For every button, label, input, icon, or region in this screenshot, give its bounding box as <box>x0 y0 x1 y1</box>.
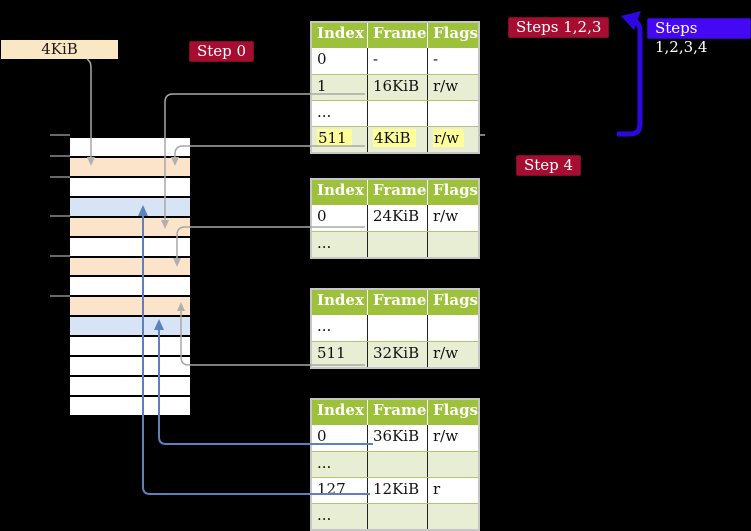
table-cell: 32KiB <box>367 342 427 367</box>
table-cell: ... <box>317 234 332 252</box>
column-header: Frame <box>367 400 427 425</box>
memory-row-2 <box>70 177 190 196</box>
step0-label: Step 0 <box>189 41 255 62</box>
table-cell: 1 <box>317 77 327 95</box>
memory-row-5 <box>70 237 190 256</box>
table-row: ... <box>312 100 478 126</box>
column-header: Flags <box>427 290 478 315</box>
column-header: Frame <box>367 290 427 315</box>
memory-row-12 <box>70 377 190 395</box>
table-cell <box>367 232 427 257</box>
physical-memory <box>70 138 190 415</box>
table-cell <box>367 504 427 529</box>
frame-size-box: 4KiB <box>1 40 118 59</box>
column-header: Frame <box>367 23 427 48</box>
step4-label: Step 4 <box>516 155 582 176</box>
column-header: Index <box>317 401 364 419</box>
memory-ruler-ticks <box>50 134 70 297</box>
column-header: Flags <box>427 23 478 48</box>
table-cell: r/w <box>427 75 478 100</box>
table-cell <box>367 101 427 126</box>
memory-row-1 <box>70 157 190 176</box>
column-header: Flags <box>427 180 478 205</box>
memory-row-0 <box>70 138 190 156</box>
table-cell: 127 <box>317 480 346 498</box>
table-cell: ... <box>317 454 332 472</box>
table-cell: 511 <box>312 127 367 152</box>
column-header: Index <box>317 24 364 42</box>
table-cell: ... <box>317 103 332 121</box>
table-cell: 4KiB <box>367 127 427 152</box>
table-row: ... <box>312 231 478 257</box>
table-cell: 0 <box>317 207 327 225</box>
table-cell: r/w <box>427 127 478 152</box>
column-header: Index <box>317 291 364 309</box>
memory-row-9 <box>70 317 190 336</box>
table-cell <box>367 452 427 477</box>
table-cell <box>427 504 478 529</box>
memory-row-8 <box>70 297 190 316</box>
table-row: ... <box>312 451 478 477</box>
table-cell <box>427 452 478 477</box>
table-cell: - <box>367 48 427 74</box>
table-cell: r/w <box>427 342 478 367</box>
memory-row-3 <box>70 197 190 216</box>
memory-row-11 <box>70 357 190 376</box>
memory-row-4 <box>70 217 190 236</box>
table-cell: 36KiB <box>367 425 427 451</box>
column-header: Index <box>317 181 364 199</box>
table-cell <box>427 101 478 126</box>
steps1234-label: Steps 1,2,3,4 <box>647 18 751 56</box>
memory-row-7 <box>70 277 190 296</box>
table-cell: 0 <box>317 50 327 68</box>
memory-row-6 <box>70 257 190 276</box>
table-cell <box>367 315 427 341</box>
table-row: 0 -- <box>312 48 478 74</box>
table-cell: 12KiB <box>367 478 427 503</box>
memory-row-10 <box>70 337 190 356</box>
table-cell: r <box>427 478 478 503</box>
table-cell <box>427 315 478 341</box>
table-cell: 16KiB <box>367 75 427 100</box>
big-blue-loop-arrow <box>617 11 643 137</box>
table-cell: r/w <box>427 425 478 451</box>
table-cell: 24KiB <box>367 205 427 231</box>
table-cell: r/w <box>427 205 478 231</box>
memory-row-13 <box>70 396 190 415</box>
table-cell <box>427 232 478 257</box>
table-cell: ... <box>317 317 332 335</box>
table-cell: ... <box>317 506 332 524</box>
column-header: Frame <box>367 180 427 205</box>
table-row: ... <box>312 503 478 529</box>
table-cell: 511 <box>317 344 346 362</box>
table-row: ... <box>312 315 478 341</box>
steps123-label: Steps 1,2,3 <box>508 17 610 38</box>
table-cell: 0 <box>317 427 327 445</box>
table-cell: - <box>427 48 478 74</box>
column-header: Flags <box>427 400 478 425</box>
